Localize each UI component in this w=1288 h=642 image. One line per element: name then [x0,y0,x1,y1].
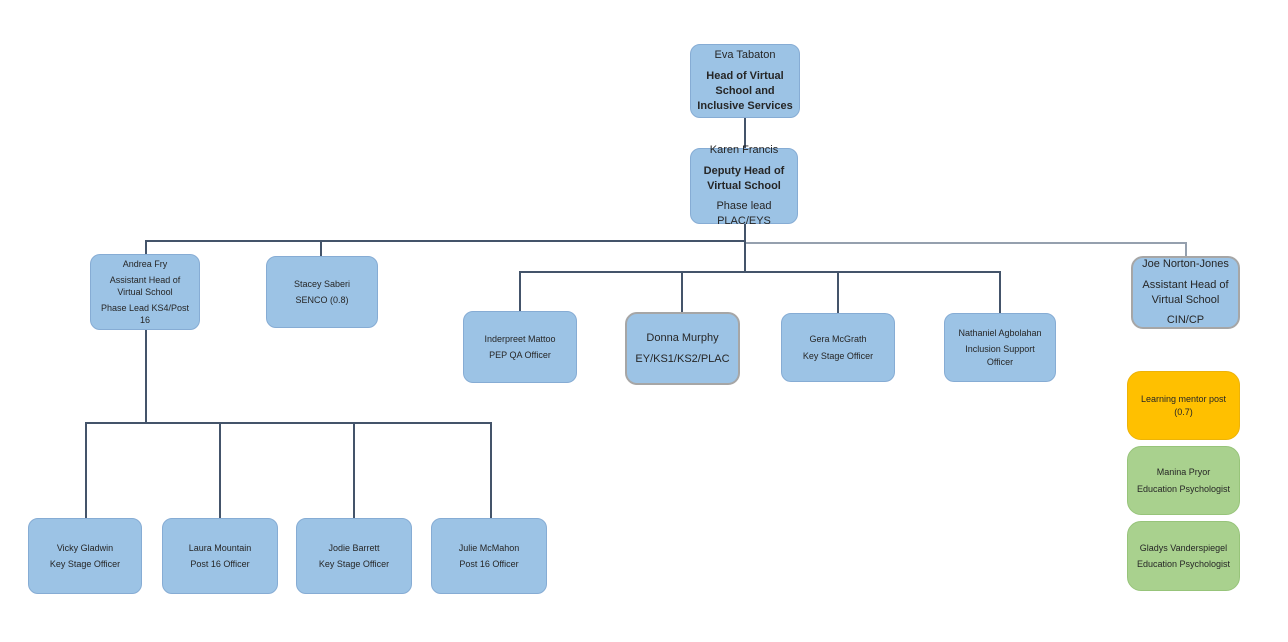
person-name: Donna Murphy [646,331,719,344]
person-name: Joe Norton-Jones [1142,257,1229,270]
connector-drop-jodie [353,422,355,518]
org-node-post16-officer-julie: Julie McMahon Post 16 Officer [431,518,547,594]
person-name: Gera McGrath [809,334,867,345]
connector-karen-down [744,224,746,242]
person-title: Post 16 Officer [459,559,519,569]
post-title: Learning mentor post (0.7) [1140,394,1227,417]
person-name: Karen Francis [709,143,779,156]
person-title: Key Stage Officer [49,559,121,569]
connector-eva-karen [744,118,746,148]
connector-drop-inderpreet [519,271,521,311]
connector-drop-vicky [85,422,87,518]
connector-drop-andrea [145,240,147,254]
org-node-inclusion-support-officer: Nathaniel Agbolahan Inclusion Support Of… [944,313,1056,382]
person-title: Education Psychologist [1136,483,1231,494]
person-name: Jodie Barrett [328,542,380,553]
org-node-assistant-head-cin-cp: Joe Norton-Jones Assistant Head of Virtu… [1131,256,1240,329]
org-node-key-stage-officer-vicky: Vicky Gladwin Key Stage Officer [28,518,142,594]
org-node-learning-mentor-post: Learning mentor post (0.7) [1127,371,1240,440]
connector-level2-bus [519,271,1001,273]
org-node-head-of-virtual-school: Eva Tabaton Head of Virtual School and I… [690,44,800,118]
connector-trunk-level2 [744,240,746,272]
org-node-deputy-head: Karen Francis Deputy Head of Virtual Sch… [690,144,798,227]
connector-level3-bus [85,422,492,424]
person-title: Assistant Head of Virtual School [109,274,181,297]
person-title: Post 16 Officer [190,559,250,569]
person-name: Stacey Saberi [293,278,351,289]
connector-drop-stacey [320,240,322,256]
person-subtitle: CIN/CP [1166,314,1205,327]
person-name: Julie McMahon [458,542,520,553]
org-node-ey-ks1-ks2-plac: Donna Murphy EY/KS1/KS2/PLAC [625,312,740,385]
person-name: Andrea Fry [122,258,168,269]
connector-drop-donna [681,271,683,312]
connector-drop-laura [219,422,221,518]
connector-andrea-down [145,330,147,423]
person-title: Inclusion Support Officer [965,344,1035,367]
org-node-pep-qa-officer: Inderpreet Mattoo PEP QA Officer [463,311,577,383]
org-node-senco: Stacey Saberi SENCO (0.8) [266,256,378,328]
org-node-education-psychologist-manina: Manina Pryor Education Psychologist [1127,446,1240,515]
person-name: Nathaniel Agbolahan [958,328,1042,339]
person-name: Laura Mountain [188,542,252,553]
connector-drop-gera [837,271,839,313]
person-title: Key Stage Officer [318,559,390,569]
connector-level1-right [746,242,1187,244]
person-name: Gladys Vanderspiegel [1139,542,1228,553]
person-name: Vicky Gladwin [56,542,114,553]
connector-drop-joe [1185,242,1187,256]
person-subtitle: Phase Lead KS4/Post 16 [100,303,190,326]
org-node-key-stage-officer-gera: Gera McGrath Key Stage Officer [781,313,895,382]
connector-level1-left [145,240,746,242]
org-node-post16-officer-laura: Laura Mountain Post 16 Officer [162,518,278,594]
connector-drop-nathaniel [999,271,1001,313]
person-title: Key Stage Officer [802,350,874,361]
person-title: Education Psychologist [1136,559,1231,569]
org-node-key-stage-officer-jodie: Jodie Barrett Key Stage Officer [296,518,412,594]
org-node-assistant-head-ks4: Andrea Fry Assistant Head of Virtual Sch… [90,254,200,330]
person-title: Head of Virtual School and Inclusive Ser… [697,70,793,112]
person-title: Deputy Head of Virtual School [703,164,785,192]
person-title: Assistant Head of Virtual School [1142,278,1229,306]
person-name: Eva Tabaton [714,49,776,62]
person-name: Manina Pryor [1156,467,1211,478]
org-node-education-psychologist-gladys: Gladys Vanderspiegel Education Psycholog… [1127,521,1240,591]
person-title: EY/KS1/KS2/PLAC [635,352,730,365]
person-title: SENCO (0.8) [295,295,349,305]
connector-drop-julie [490,422,492,518]
person-name: Inderpreet Mattoo [484,333,556,344]
person-title: PEP QA Officer [489,350,551,360]
person-subtitle: Phase lead PLAC/EYS [716,200,772,228]
